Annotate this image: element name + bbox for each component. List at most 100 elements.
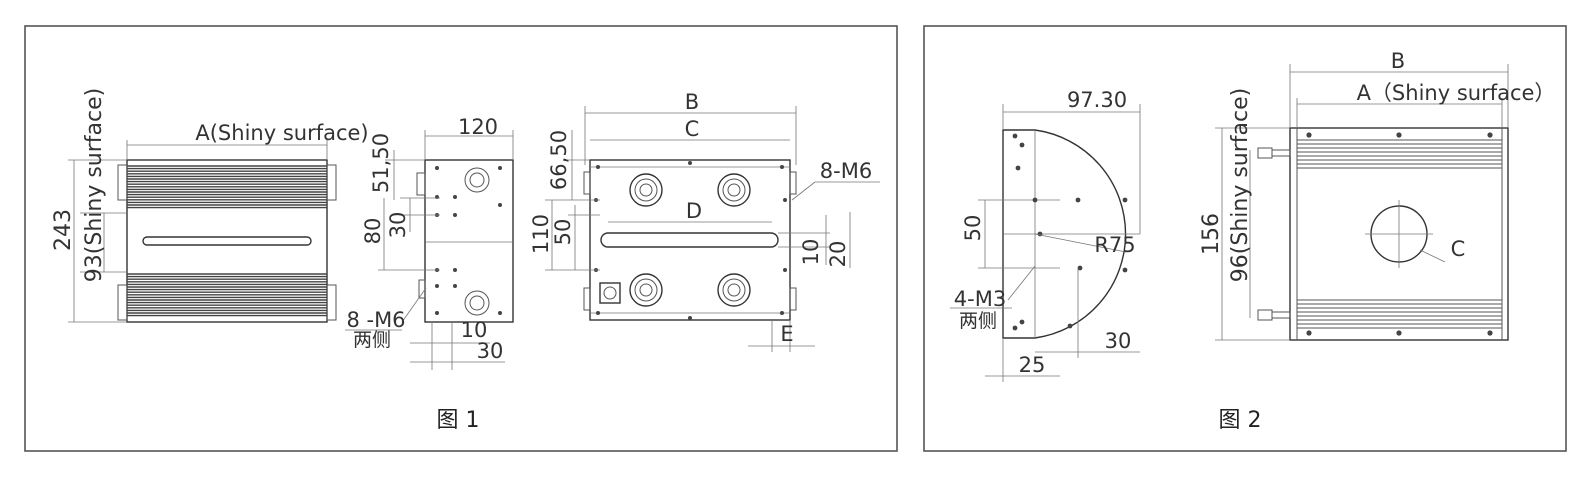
fig1-label-93: 93(Shiny surface): [82, 88, 107, 282]
fig2-label-30: 30: [1105, 329, 1132, 353]
mount-hole: [1077, 265, 1083, 271]
fig1-label-20: 20: [826, 241, 850, 268]
mount-hole: [1032, 197, 1038, 203]
mount-hole: [435, 166, 439, 170]
fan-icon: [629, 273, 663, 307]
fig1-label-sides-note: 两侧: [353, 329, 391, 351]
mount-hole: [453, 213, 457, 217]
fig1-back-slot: [600, 232, 779, 248]
fig2-label-4m3: 4-M3: [954, 287, 1006, 311]
mount-hole: [1122, 267, 1128, 273]
mount-hole: [1067, 323, 1073, 329]
fig1-fins-bottom: [127, 273, 327, 317]
fig2-label-50: 50: [961, 215, 985, 242]
mount-hole: [783, 268, 787, 272]
mount-hole: [688, 161, 692, 165]
fan-icon: [464, 290, 490, 316]
fig1-label-51-50: 51,50: [369, 133, 393, 193]
fig2-side-holes: [1012, 133, 1128, 331]
mount-hole: [1012, 133, 1018, 139]
fan-icon: [717, 273, 751, 307]
fig1-side-holes: [435, 166, 502, 315]
fig1-label-30-top: 30: [386, 212, 410, 239]
mount-hole: [1396, 330, 1402, 336]
mount-hole: [498, 311, 502, 315]
fig2-caption: 图 2: [1219, 408, 1262, 433]
mount-hole: [783, 198, 787, 202]
fig2-front-holes: [1306, 132, 1493, 336]
fig1-label-8m6-side: 8 -M6: [346, 308, 405, 332]
connector-icon: [1257, 147, 1273, 159]
mount-hole: [1019, 142, 1025, 148]
mount-hole: [435, 311, 439, 315]
fig1-front-body: [126, 159, 328, 323]
mount-hole: [780, 165, 784, 169]
fig2-label-a: A（Shiny surface）: [1357, 81, 1556, 105]
mount-hole: [453, 195, 457, 199]
mount-hole: [596, 165, 600, 169]
fig1-caption: 图 1: [437, 408, 480, 433]
mount-hole: [1075, 197, 1081, 203]
fig1-label-e: E: [780, 322, 793, 346]
fig1-label-80: 80: [361, 218, 385, 245]
fig1-label-10-right: 10: [799, 239, 823, 266]
mount-hole: [688, 316, 692, 320]
fig1-label-243: 243: [51, 209, 76, 251]
fig1-label-10: 10: [461, 318, 488, 342]
fan-icon: [717, 173, 751, 207]
fig1-side-body: [424, 159, 514, 323]
fig2-label-96: 96(Shiny surface): [1228, 88, 1253, 282]
connector-icon: [599, 282, 621, 304]
fig1-label-50: 50: [551, 219, 575, 246]
mount-hole: [1122, 197, 1128, 203]
mount-hole: [780, 311, 784, 315]
mount-hole: [498, 166, 502, 170]
mount-hole: [1019, 319, 1025, 325]
fig1-back-view: B C D E 66,50 110 50 10 20 8-M6: [529, 90, 880, 352]
fan-icon: [629, 173, 663, 207]
mount-hole: [1487, 330, 1493, 336]
fig2-label-156: 156: [1199, 213, 1224, 255]
fig1-label-c: C: [685, 117, 700, 141]
fig2-label-25: 25: [1019, 353, 1046, 377]
figure2-frame: [923, 25, 1567, 452]
mount-hole: [453, 284, 457, 288]
mount-hole: [1012, 325, 1018, 331]
fig1-fins-top: [127, 165, 327, 209]
fan-icon: [464, 167, 490, 193]
fig2-side-view: 97.30 50 R75 4-M3 两侧 30 25: [950, 88, 1141, 382]
mount-hole: [453, 268, 457, 272]
figure1-frame: [24, 25, 898, 452]
fig1-front-view: A(Shiny surface) 243 93(Shiny surface): [51, 88, 369, 323]
fig1-back-holes: [594, 161, 787, 320]
fig2-label-r75: R75: [1094, 233, 1135, 257]
mount-hole: [1306, 330, 1312, 336]
mount-hole: [596, 311, 600, 315]
fig2-label-97-30: 97.30: [1067, 88, 1127, 112]
mount-hole: [1015, 165, 1021, 171]
fig1-label-110: 110: [529, 214, 553, 254]
fig1-label-b: B: [685, 90, 699, 114]
mount-hole: [1487, 132, 1493, 138]
fig1-label-a: A(Shiny surface): [195, 121, 368, 145]
fig1-label-66-50: 66,50: [547, 130, 571, 190]
fig2-label-sides-note: 两侧: [959, 310, 997, 332]
fig2-fins: [1297, 139, 1502, 329]
fig1-label-120: 120: [458, 115, 498, 139]
fig1-front-slot: [142, 236, 312, 246]
fig2-label-c: C: [1451, 237, 1466, 261]
fig1-label-30-bottom: 30: [477, 339, 504, 363]
fig1-side-view: 120 51,50 30 80 10 30 8 -M6 两侧: [345, 115, 514, 370]
mount-hole: [1306, 132, 1312, 138]
fig1-label-d: D: [686, 199, 702, 223]
mount-hole: [435, 284, 439, 288]
fig2-front-body: [1289, 127, 1509, 341]
fig2-front-view: C B A（Shiny surface） 156 96(Shiny surfac…: [1199, 49, 1556, 341]
fig2-label-b: B: [1391, 49, 1405, 73]
fig1-label-8m6-back: 8-M6: [820, 159, 872, 183]
mount-hole: [498, 203, 502, 207]
connector-icon: [1257, 309, 1273, 321]
fig2-side-body: [1002, 129, 1127, 339]
mount-hole: [1396, 132, 1402, 138]
